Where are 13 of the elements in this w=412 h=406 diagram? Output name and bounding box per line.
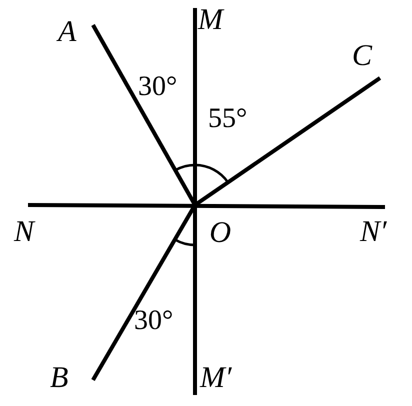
point-label: C bbox=[352, 38, 382, 72]
point-label: A bbox=[58, 14, 88, 48]
point-label: M′ bbox=[200, 360, 240, 394]
line-segment bbox=[28, 203, 386, 209]
point-label: B bbox=[50, 360, 82, 394]
angle-label: 30° bbox=[134, 306, 174, 336]
point-label: O bbox=[195, 205, 231, 249]
point-label: N bbox=[14, 214, 46, 248]
angle-label: 55° bbox=[208, 104, 248, 134]
line-segment bbox=[193, 8, 197, 395]
point-label: N′ bbox=[360, 214, 400, 248]
angle-label: 30° bbox=[138, 72, 178, 102]
point-label: M bbox=[198, 2, 232, 36]
